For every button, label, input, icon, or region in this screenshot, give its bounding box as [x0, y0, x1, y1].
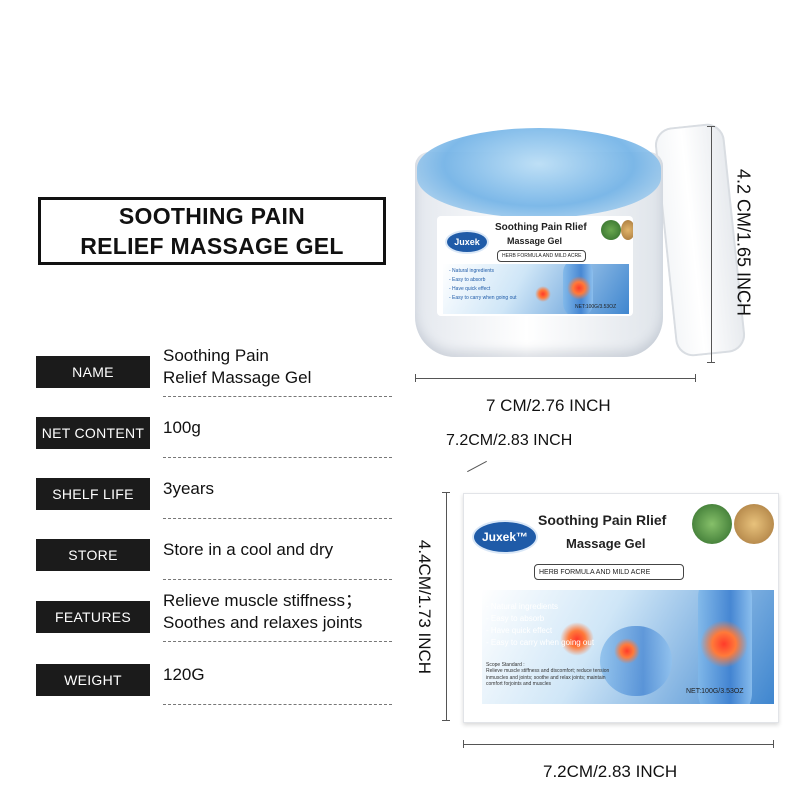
spec-value: 120G — [163, 650, 403, 700]
jar-width-line — [415, 378, 695, 379]
spec-row-shelf-life: SHELF LIFE 3years — [36, 478, 392, 519]
bullet-item: - Easy to absorb — [486, 614, 545, 623]
dimension-tick — [415, 374, 416, 382]
dimension-tick — [442, 720, 450, 721]
spec-row-name: NAME Soothing Pain Relief Massage Gel — [36, 346, 392, 397]
spec-value-line: 3years — [163, 479, 215, 498]
ginger-root-icon — [734, 504, 774, 544]
dimension-tick — [773, 740, 774, 748]
brand-logo: Juxek — [445, 230, 489, 254]
dimension-tick — [695, 374, 696, 382]
product-title-line1: SOOTHING PAIN — [118, 203, 306, 229]
jar-height-label: 4.2 CM/1.65 INCH — [733, 168, 754, 317]
jar-net-weight: NET:100G/3.53OZ — [575, 304, 617, 310]
pain-glow — [567, 276, 591, 300]
dashed-divider — [163, 457, 392, 458]
product-title-line2: RELIEF MASSAGE GEL — [80, 233, 344, 259]
gel-jar-image: Juxek Soothing Pain Rlief Massage Gel HE… — [415, 118, 747, 368]
dashed-divider — [163, 518, 392, 519]
package-title-line1: Soothing Pain Rlief — [538, 512, 667, 528]
brand-logo: Juxek™ — [472, 520, 538, 554]
scope-title: Scope Standard : — [486, 662, 525, 668]
jar-width-label: 7 CM/2.76 INCH — [486, 396, 611, 415]
package-net-weight: NET:100G/3.53OZ — [686, 688, 744, 695]
scope-line: comfort forjoints and muscles — [486, 680, 552, 687]
spec-value-line: 100g — [163, 418, 201, 437]
spec-label: NET CONTENT — [36, 417, 150, 449]
bullet-item: - Easy to absorb — [449, 277, 486, 283]
dimension-tick — [463, 740, 464, 748]
product-title-box: SOOTHING PAIN RELIEF MASSAGE GEL — [38, 197, 386, 265]
bullet-item: - Have quick effect — [486, 626, 553, 635]
box-depth-line — [467, 460, 487, 473]
package-box-image: Juxek™ Soothing Pain Rlief Massage Gel H… — [463, 493, 779, 723]
scope-line: inmuscles and joints; soothe and relax j… — [486, 674, 606, 681]
bullet-item: - Easy to carry when going out — [486, 638, 595, 647]
box-width-line — [463, 744, 773, 745]
spec-value-line: Relieve muscle stiffness； — [163, 591, 363, 610]
dashed-divider — [163, 396, 392, 397]
jar-info-panel: - Natural ingredients - Easy to absorb -… — [443, 264, 629, 314]
jar-bullets: - Natural ingredients - Easy to absorb -… — [449, 268, 517, 304]
scope-line: Relieve muscle stiffness and discomfort;… — [486, 668, 610, 675]
ginger-root-icon — [621, 220, 633, 240]
pain-glow — [560, 622, 594, 656]
pain-glow — [614, 638, 640, 664]
bullet-item: - Have quick effect — [449, 286, 491, 292]
dashed-divider — [163, 704, 392, 705]
spec-label: WEIGHT — [36, 664, 150, 696]
scope-standard: Scope Standard : Relieve muscle stiffnes… — [486, 662, 609, 687]
spec-label: SHELF LIFE — [36, 478, 150, 510]
box-height-line — [446, 492, 447, 720]
dashed-divider — [163, 641, 392, 642]
spec-value-line: Soothes and relaxes joints — [163, 613, 363, 632]
jar-title-line2: Massage Gel — [507, 236, 563, 246]
package-title-line2: Massage Gel — [566, 536, 646, 551]
spec-value-line: Soothing Pain — [163, 346, 269, 365]
box-depth-label: 7.2CM/2.83 INCH — [446, 432, 573, 449]
spec-label: FEATURES — [36, 601, 150, 633]
bullet-item: - Easy to carry when going out — [449, 295, 517, 301]
package-bullets: - Natural ingredients - Easy to absorb -… — [486, 602, 594, 650]
pain-glow — [535, 286, 551, 302]
spec-value-line: Store in a cool and dry — [163, 540, 334, 559]
herb-leaf-icon — [601, 220, 621, 240]
dimension-tick — [442, 492, 450, 493]
box-height-label: 4.4CM/1.73 INCH — [415, 539, 434, 675]
spec-value: Soothing Pain Relief Massage Gel — [163, 342, 403, 392]
spec-row-store: STORE Store in a cool and dry — [36, 539, 392, 580]
herb-formula-strip: HERB FORMULA AND MILD ACRE — [534, 564, 684, 580]
jar-label: Juxek Soothing Pain Rlief Massage Gel HE… — [437, 216, 633, 316]
spec-value-line: 120G — [163, 665, 205, 684]
dimension-tick — [707, 362, 715, 363]
spec-value-line: Relief Massage Gel — [163, 368, 312, 387]
spec-value: 3years — [163, 464, 403, 514]
spec-value: Store in a cool and dry — [163, 525, 403, 575]
gel-surface — [417, 128, 661, 218]
shoulder-illustration — [600, 626, 672, 696]
package-info-panel: - Natural ingredients - Easy to absorb -… — [482, 590, 774, 704]
dashed-divider — [163, 579, 392, 580]
herb-leaf-icon — [692, 504, 732, 544]
bullet-item: - Natural ingredients — [449, 268, 495, 274]
spec-value: 100g — [163, 403, 403, 453]
bullet-item: - Natural ingredients — [486, 602, 559, 611]
spec-label: NAME — [36, 356, 150, 388]
herb-formula-strip: HERB FORMULA AND MILD ACRE — [497, 250, 587, 262]
jar-height-line — [711, 126, 712, 362]
jar-title-line1: Soothing Pain Rlief — [495, 222, 587, 233]
spec-value: Relieve muscle stiffness； Soothes and re… — [163, 587, 403, 637]
box-width-label: 7.2CM/2.83 INCH — [543, 762, 678, 781]
pain-glow — [700, 620, 748, 668]
spec-row-weight: WEIGHT 120G — [36, 664, 392, 705]
spec-row-features: FEATURES Relieve muscle stiffness； Sooth… — [36, 591, 392, 642]
dimension-tick — [707, 126, 715, 127]
spec-label: STORE — [36, 539, 150, 571]
spec-row-net-content: NET CONTENT 100g — [36, 417, 392, 458]
